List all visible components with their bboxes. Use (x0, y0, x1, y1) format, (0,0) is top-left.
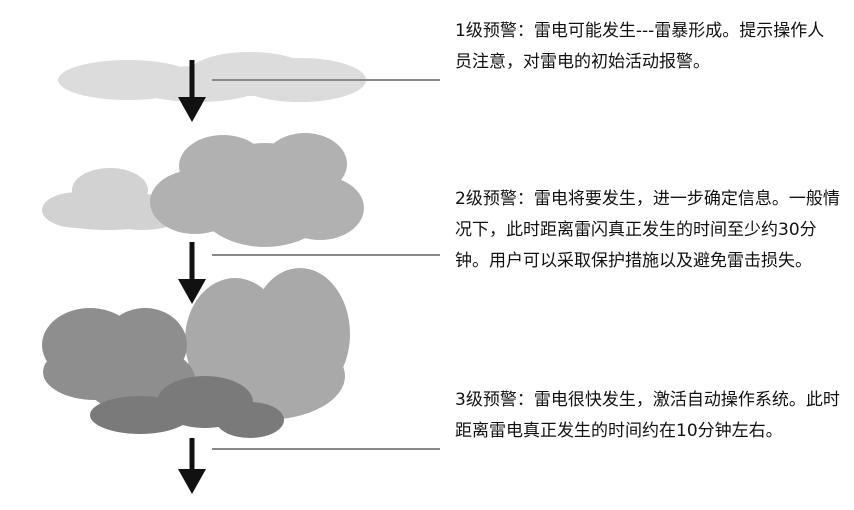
cloud-icon (216, 402, 284, 438)
level-3-warning-text: 3级预警：雷电很快发生，激活自动操作系统。此时距离雷电真正发生的时间约在10分钟… (455, 390, 840, 441)
cloud-icon (276, 176, 364, 240)
cloud-icon (150, 170, 240, 234)
level-1-clouds (58, 52, 366, 102)
arrow-down-icon (178, 438, 206, 494)
arrow-down-icon (178, 242, 206, 304)
level-3-clouds (42, 268, 350, 438)
level-1-warning-text: 1级预警：雷电可能发生---雷暴形成。提示操作人员注意，对雷电的初始活动报警。 (455, 21, 825, 72)
arrow-down-icon (178, 60, 206, 122)
level-2-warning-text: 2级预警：雷电将要发生，进一步确定信息。一般情况下，此时距离雷闪真正发生的时间至… (455, 189, 840, 271)
level-2-clouds (42, 133, 364, 247)
cloud-icon (48, 202, 168, 230)
